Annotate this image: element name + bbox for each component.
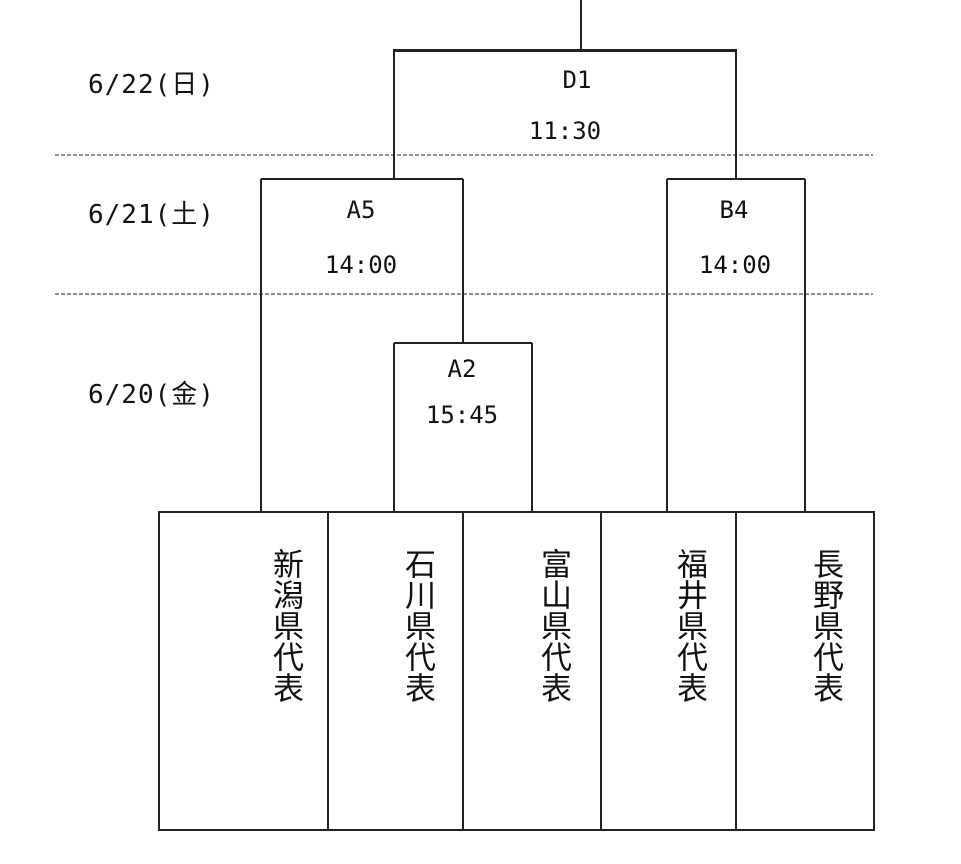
- match-d1-code: D1: [562, 66, 592, 94]
- match-a2-code: A2: [447, 355, 477, 383]
- match-a5-time: 14:00: [324, 251, 398, 279]
- date-label-final: 6/22(日): [88, 70, 215, 100]
- team-toyama: 富山県代表: [535, 548, 571, 703]
- date-label-semifinal: 6/21(土): [88, 200, 215, 230]
- match-b4-code: B4: [719, 196, 749, 224]
- match-a5-code: A5: [346, 196, 376, 224]
- team-fukui: 福井県代表: [671, 548, 707, 703]
- team-table-border: [158, 511, 875, 831]
- team-ishikawa: 石川県代表: [399, 548, 435, 703]
- match-d1-box: [393, 49, 737, 52]
- match-d1-time: 11:30: [528, 117, 602, 145]
- date-label-first-round: 6/20(金): [88, 380, 215, 410]
- match-a2-time: 15:45: [425, 401, 499, 429]
- match-b4-time: 14:00: [698, 251, 772, 279]
- team-nagano: 長野県代表: [807, 548, 843, 703]
- team-niigata: 新潟県代表: [267, 548, 303, 703]
